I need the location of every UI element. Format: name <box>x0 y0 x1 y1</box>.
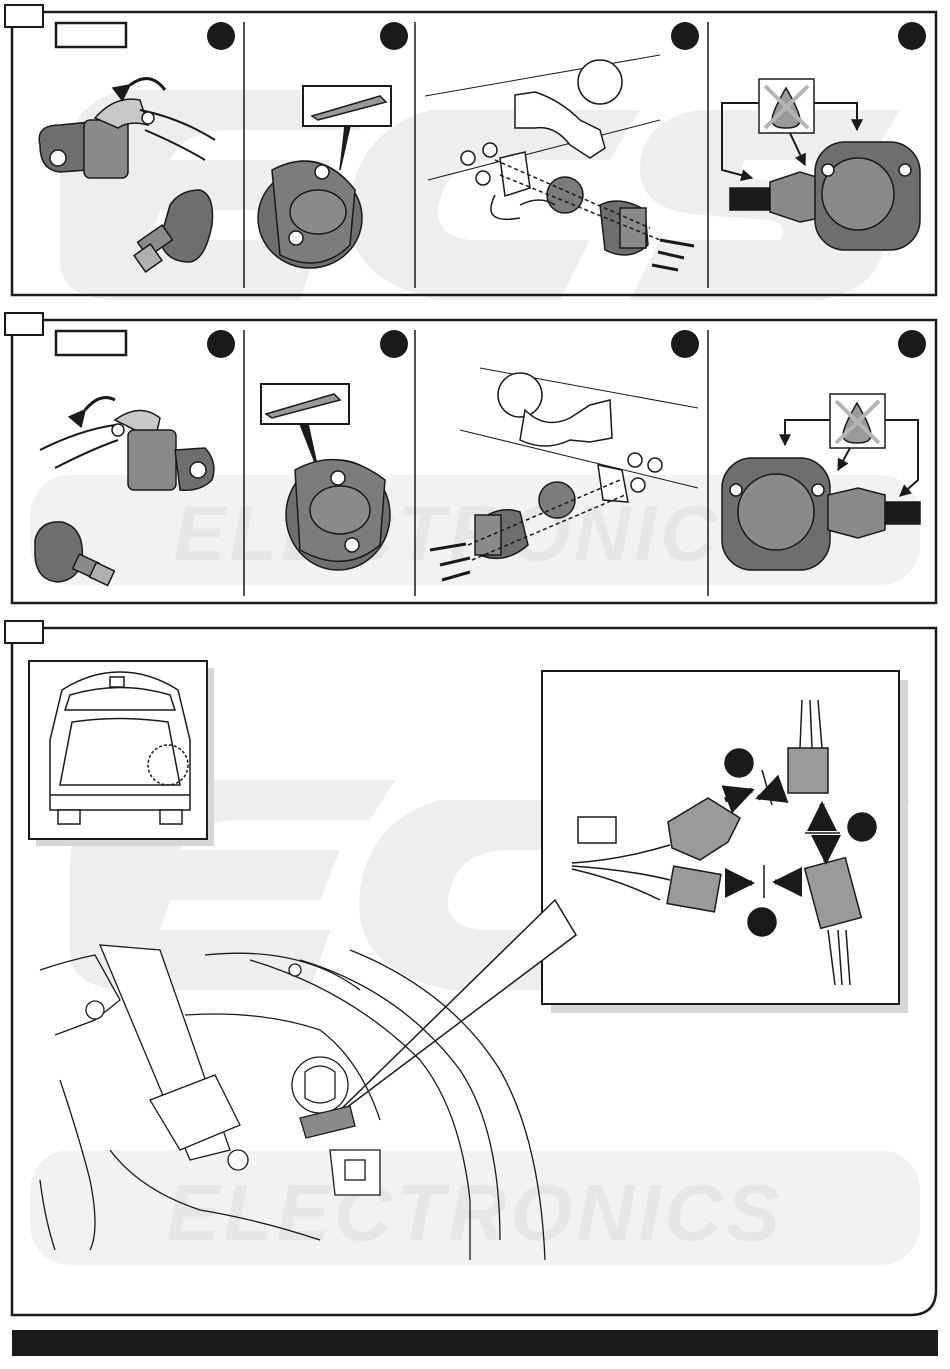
watermark-brand-text-2: ELECTRONICS <box>166 1168 783 1257</box>
footer-bar <box>12 1330 938 1356</box>
vehicle-rear-inset <box>29 661 214 846</box>
detail-label-box <box>578 817 616 843</box>
step-marker-1a <box>207 22 235 50</box>
socket-waterproof-illustration <box>722 79 920 250</box>
step-marker-2a <box>207 330 235 358</box>
section-3-step-tag <box>5 621 43 643</box>
step-marker-1d <box>898 22 926 50</box>
detail-callout-1 <box>725 749 753 777</box>
detail-callout-2 <box>848 813 876 841</box>
detail-callout-3 <box>748 908 776 936</box>
section-1-step-tag <box>5 5 43 27</box>
section-2-step-tag <box>5 313 43 335</box>
step-marker-2c <box>671 330 699 358</box>
step-marker-2b <box>380 330 408 358</box>
step-marker-1c <box>671 22 699 50</box>
step-marker-1b <box>380 22 408 50</box>
step-marker-2d <box>898 330 926 358</box>
connector-detail-inset <box>542 671 908 1013</box>
